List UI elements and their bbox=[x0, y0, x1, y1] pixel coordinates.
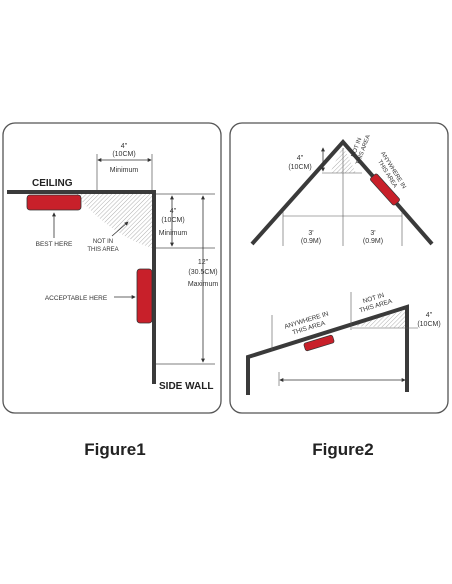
max-dim-qualifier: Maximum bbox=[188, 281, 219, 288]
right-span-value: 3' bbox=[370, 230, 375, 237]
left-span-value: 3' bbox=[308, 230, 313, 237]
figure1-caption: Figure1 bbox=[84, 440, 146, 459]
notin-pointer bbox=[111, 221, 129, 237]
slope-dim-value: 4" bbox=[426, 312, 433, 319]
figure1-panel: CEILING SIDE WALL BEST HERE ACCEPTABLE H… bbox=[2, 122, 222, 414]
slope-dim-metric: (10CM) bbox=[417, 321, 440, 328]
max-dim-metric: (30.5CM) bbox=[188, 269, 217, 276]
figure1-notin-line1: NOT IN bbox=[93, 239, 113, 245]
acceptable-detector bbox=[136, 268, 153, 324]
wall-dim-metric: (10CM) bbox=[161, 217, 184, 224]
peak-detector bbox=[370, 173, 400, 206]
ceiling-wall-line bbox=[7, 190, 156, 384]
peaked-roof-line bbox=[250, 138, 434, 246]
best-here-label: BEST HERE bbox=[36, 241, 73, 248]
sloped-ceiling-line bbox=[246, 304, 409, 395]
max-dim-value: 12" bbox=[198, 259, 209, 266]
figure2-caption: Figure2 bbox=[312, 440, 374, 459]
figure1-notin-line2: THIS AREA bbox=[87, 247, 118, 253]
figure1-border bbox=[2, 122, 222, 414]
acceptable-here-label: ACCEPTABLE HERE bbox=[45, 295, 108, 302]
left-span-metric: (0.9M) bbox=[301, 238, 321, 245]
slope-dead-air-zone bbox=[352, 310, 406, 328]
peak-dim-metric: (10CM) bbox=[288, 164, 311, 171]
top-dim-qualifier: Minimum bbox=[110, 167, 139, 174]
figure2-panel: 4" (10CM) NOT IN THIS AREA ANYWHERE IN T… bbox=[229, 122, 449, 414]
figure2-border bbox=[229, 122, 449, 414]
side-wall-label: SIDE WALL bbox=[159, 381, 213, 392]
wall-dim-value: 4" bbox=[170, 208, 177, 215]
top-dim-metric: (10CM) bbox=[112, 151, 135, 158]
ceiling-label: CEILING bbox=[32, 178, 73, 189]
figure1-dead-air-zone bbox=[75, 194, 152, 248]
right-span-metric: (0.9M) bbox=[363, 238, 383, 245]
wall-dim-qualifier: Minimum bbox=[159, 230, 188, 237]
top-dim-value: 4" bbox=[121, 143, 128, 150]
slope-detector bbox=[303, 334, 335, 352]
peak-dim-value: 4" bbox=[297, 155, 304, 162]
best-detector bbox=[26, 194, 82, 211]
